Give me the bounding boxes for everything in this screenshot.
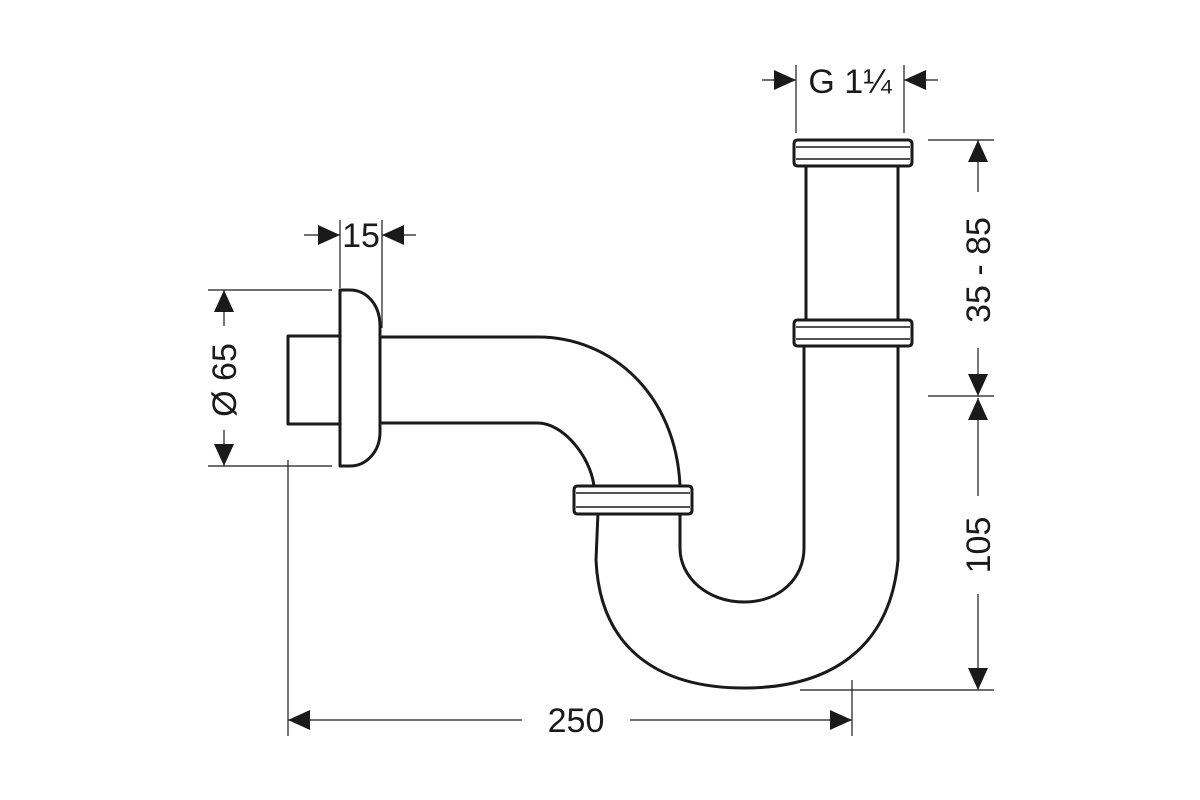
wall-pipe-bend: [376, 335, 682, 488]
height-adjust-label: 35 - 85: [960, 217, 998, 323]
flange-thickness-label: 15: [342, 217, 380, 255]
tail-pipe-upper: [804, 163, 900, 322]
middle-union-nut: [792, 318, 914, 348]
dim-thread: G 1¼: [762, 63, 938, 133]
dim-trap-depth: 105: [800, 398, 998, 691]
lower-union-nut: [572, 484, 694, 516]
total-width-label: 250: [548, 702, 605, 740]
dim-flange-thickness: 15: [304, 217, 416, 328]
dim-total-width: 250: [287, 460, 853, 740]
dim-flange-diameter: Ø 65: [206, 289, 332, 467]
top-union-nut: [792, 138, 914, 168]
wall-rosette: [338, 288, 382, 468]
trap-depth-label: 105: [960, 517, 998, 574]
u-bend: [594, 343, 900, 690]
wall-stub: [286, 334, 342, 426]
flange-diameter-label: Ø 65: [206, 343, 244, 417]
dim-height-adjust: 35 - 85: [928, 139, 998, 397]
thread-size-label: G 1¼: [808, 63, 892, 101]
trap-body: [286, 138, 914, 690]
